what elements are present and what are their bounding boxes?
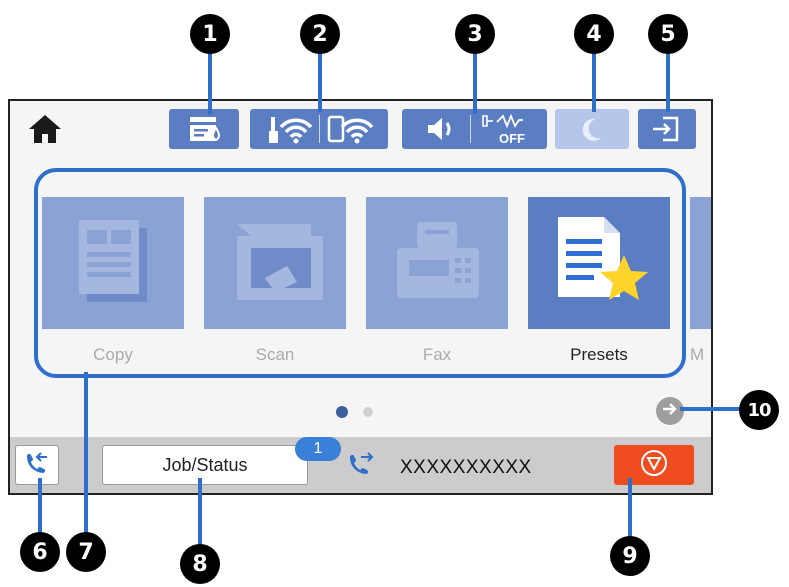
callout-1: 1	[190, 14, 230, 54]
svg-text:OFF: OFF	[499, 131, 525, 146]
device-wifi-icon	[326, 113, 374, 145]
app-label-scan: Scan	[255, 345, 295, 364]
callout-line-3	[473, 52, 477, 114]
callout-line-4	[592, 52, 596, 112]
hook-icon	[23, 450, 51, 481]
job-status-button[interactable]: Job/Status	[102, 445, 308, 485]
sign-in-button[interactable]	[638, 109, 696, 149]
app-tile-presets[interactable]	[528, 197, 670, 329]
sleep-moon-icon	[577, 114, 607, 144]
copy-icon	[73, 218, 153, 309]
page-dot-active[interactable]	[336, 406, 348, 418]
ink-status-button[interactable]	[169, 109, 239, 149]
printer-home-screen: OFF	[8, 99, 713, 495]
toolbar-separator	[318, 115, 320, 143]
callout-line-9	[628, 478, 632, 538]
job-count-badge: 1	[295, 437, 341, 461]
sound-status-button[interactable]: OFF	[402, 109, 547, 149]
callout-line-8	[198, 478, 202, 546]
network-status-button[interactable]	[250, 109, 388, 149]
app-tile-scan[interactable]	[204, 197, 346, 329]
router-wifi-icon	[265, 113, 313, 145]
callout-line-2	[318, 52, 322, 112]
toolbar-separator	[470, 115, 471, 143]
callout-line-5	[666, 52, 670, 112]
status-bar: Job/Status 1 XXXXXXXXXX	[10, 437, 711, 493]
app-label-copy: Copy	[93, 345, 133, 364]
callout-3: 3	[455, 14, 495, 54]
fax-send-icon	[346, 449, 380, 484]
app-label-fax: Fax	[422, 345, 452, 364]
callout-line-7	[84, 372, 88, 534]
next-arrow-icon	[660, 399, 680, 424]
sign-in-icon	[649, 114, 685, 144]
callout-4: 4	[574, 14, 614, 54]
app-tile-copy[interactable]	[42, 197, 184, 329]
page-dot[interactable]	[363, 407, 373, 417]
callout-5: 5	[648, 14, 688, 54]
callout-line-1	[208, 52, 212, 114]
callout-6: 6	[20, 532, 60, 572]
callout-9: 9	[610, 536, 650, 576]
next-page-button[interactable]	[656, 397, 684, 425]
app-tile-fax[interactable]	[366, 197, 508, 329]
on-hook-button[interactable]	[15, 445, 59, 485]
home-icon[interactable]	[27, 113, 63, 145]
fax-icon	[387, 218, 487, 309]
callout-8: 8	[180, 544, 220, 584]
app-tile-partial[interactable]	[690, 197, 711, 329]
stop-button[interactable]	[614, 445, 694, 485]
scan-icon	[225, 218, 325, 309]
callout-2: 2	[300, 14, 340, 54]
presets-icon	[544, 213, 654, 314]
app-label-presets: Presets	[570, 345, 628, 364]
volume-icon	[420, 114, 464, 144]
fax-sound-off-icon: OFF	[477, 112, 529, 146]
callout-line-6	[38, 478, 42, 534]
fax-number: XXXXXXXXXX	[400, 457, 532, 478]
callout-10: 10	[739, 390, 779, 430]
callout-7: 7	[66, 532, 106, 572]
callout-line-10	[680, 407, 740, 411]
ink-icon	[184, 114, 224, 144]
sleep-button[interactable]	[555, 109, 629, 149]
app-label-partial: M	[690, 345, 705, 364]
stop-icon	[639, 448, 669, 483]
